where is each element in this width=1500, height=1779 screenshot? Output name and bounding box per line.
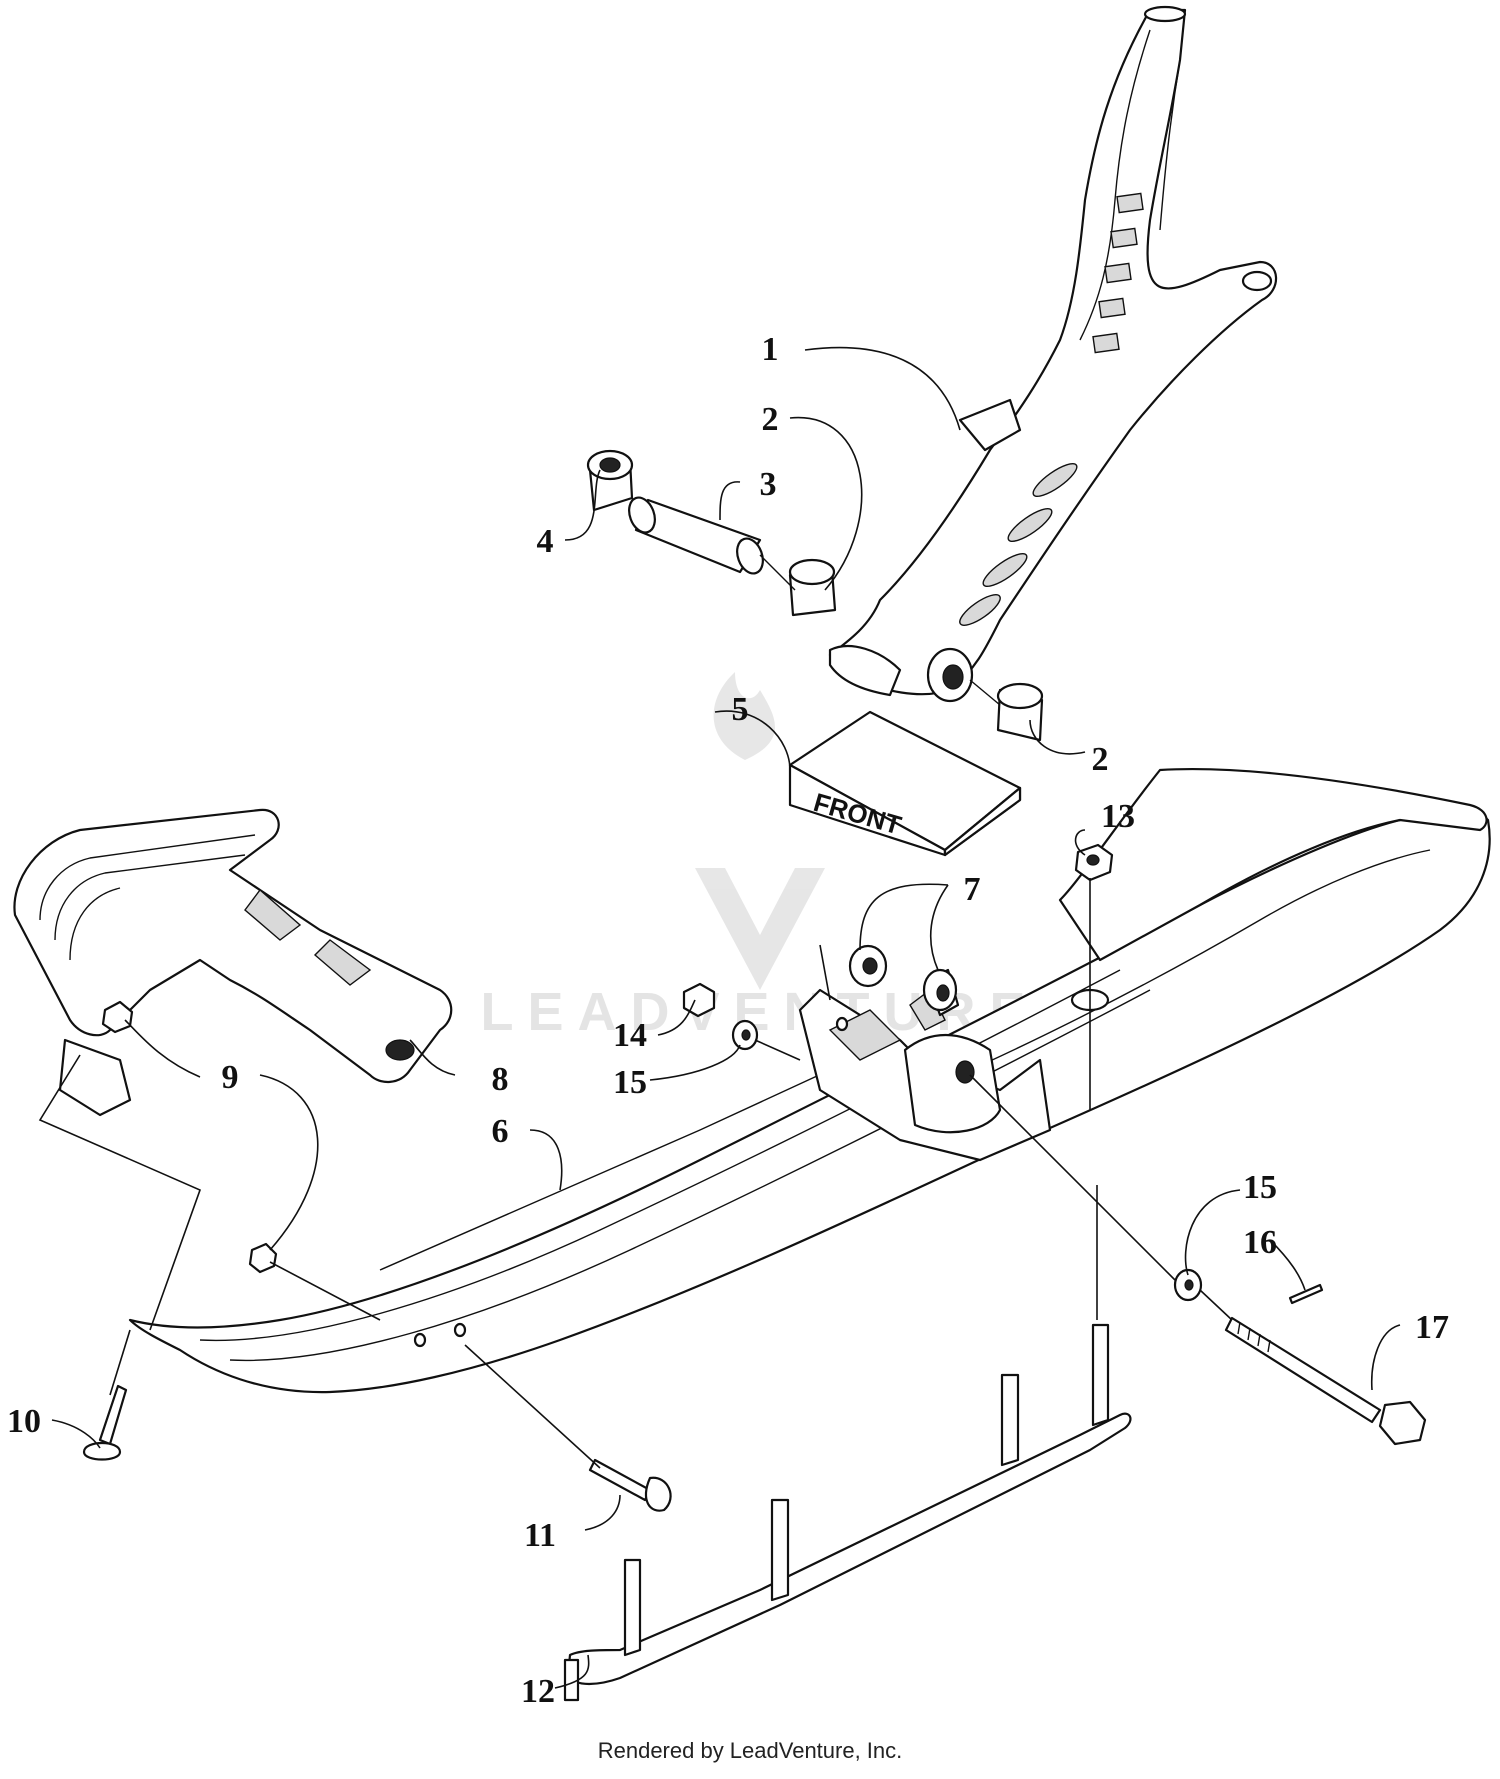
washer-part-7-b [922,968,960,1017]
washer-part-15-a [731,1019,759,1051]
callout-12: 12 [521,1673,555,1710]
spindle-part [828,5,1278,703]
callout-5: 5 [732,691,749,728]
carbide-runner-part-12 [563,1323,1132,1702]
callouts: 1 2 3 4 2 5 13 7 14 15 9 8 6 15 16 17 10… [7,331,1449,1710]
callout-13: 13 [1101,798,1135,835]
callout-4: 4 [537,523,554,560]
ski-part-6 [128,767,1491,1394]
callout-7: 7 [964,871,981,908]
callout-2-lower: 2 [1092,741,1109,778]
washer-part-15-b [1173,1268,1203,1302]
callout-1: 1 [762,331,779,368]
callout-6: 6 [492,1113,509,1150]
callout-3: 3 [760,466,777,503]
cotter-pin-part-16 [1288,1283,1324,1305]
callout-15-left: 15 [613,1064,647,1101]
bushing-part-2-upper [788,558,837,617]
footer-credit: Rendered by LeadVenture, Inc. [597,1738,903,1763]
callout-15-right: 15 [1243,1169,1277,1206]
callout-11: 11 [524,1517,556,1554]
callout-14: 14 [613,1017,647,1054]
nut-part-14 [682,982,716,1018]
nut-part-13 [1074,843,1114,882]
callout-8: 8 [492,1061,509,1098]
spacer-part-3 [628,496,764,575]
bushing-part-2-lower [996,682,1044,742]
callout-17: 17 [1415,1309,1449,1346]
bolt-part-11 [588,1458,672,1512]
callout-9: 9 [222,1059,239,1096]
callout-2-upper: 2 [762,401,779,438]
callout-16: 16 [1243,1224,1277,1261]
bolt-part-10 [82,1384,128,1461]
nut-part-9-b [248,1242,278,1274]
bolt-part-17 [1224,1316,1427,1446]
callout-10: 10 [7,1403,41,1440]
front-block-part-5: FRONT [788,710,1022,857]
washer-part-7-a [848,944,888,988]
